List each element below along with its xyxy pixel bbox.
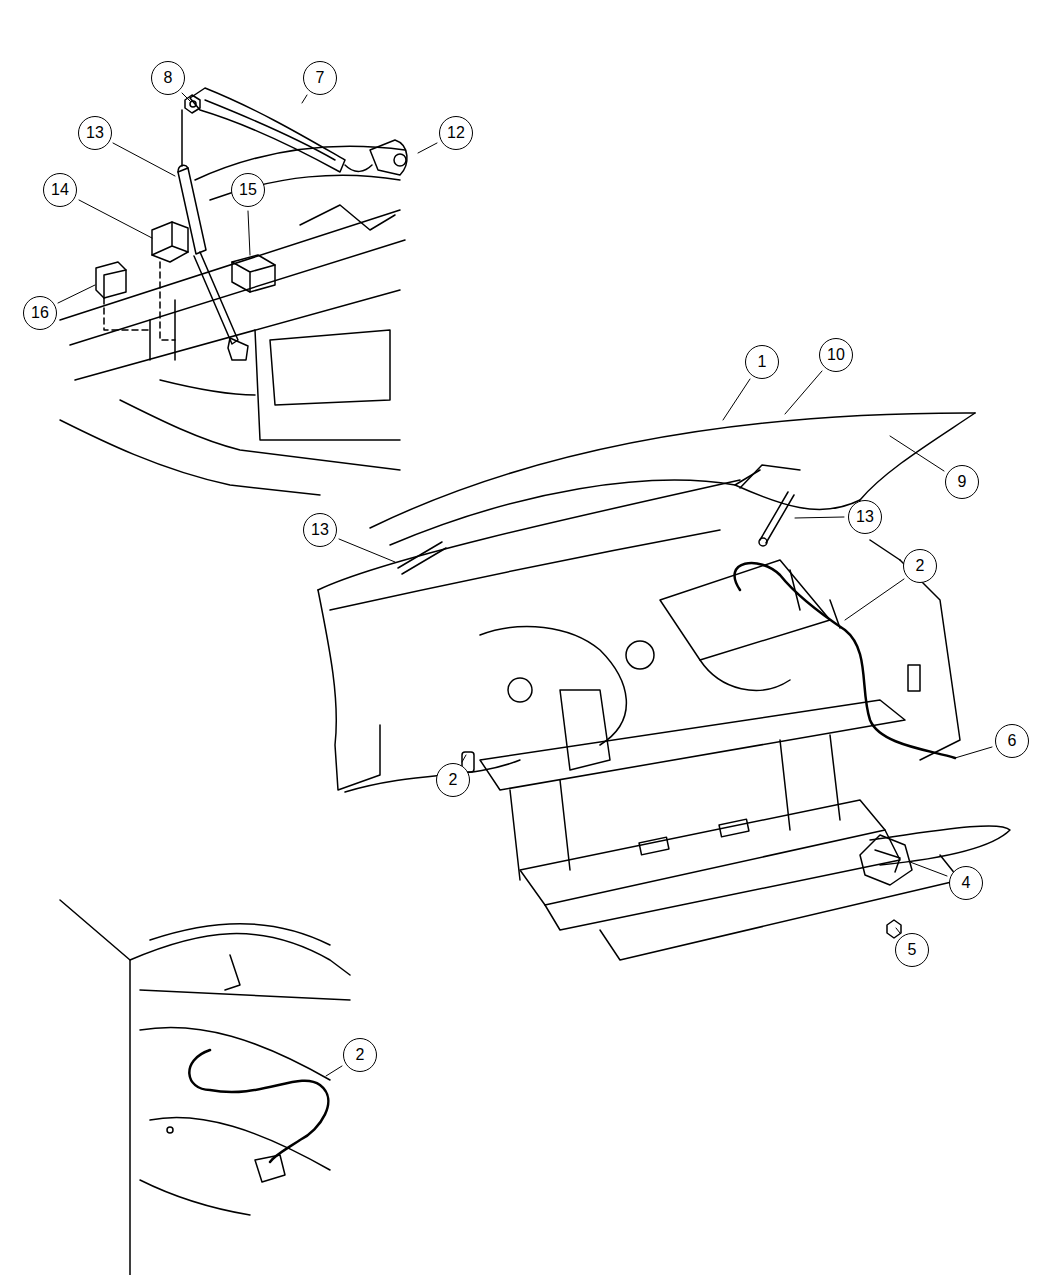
callout-number: 13: [848, 500, 882, 534]
callout-number: 12: [439, 116, 473, 150]
engine-bay-view: [318, 413, 1010, 960]
callout-number: 14: [43, 173, 77, 207]
callout-number: 7: [303, 61, 337, 95]
cable-inset: [60, 900, 350, 1275]
leader-lines: [58, 93, 992, 1076]
callout-number: 2: [903, 549, 937, 583]
callout-number: 10: [819, 338, 853, 372]
callout-number: 1: [745, 345, 779, 379]
callout-number: 8: [151, 61, 185, 95]
callout-number: 2: [436, 763, 470, 797]
callout-number: 5: [895, 933, 929, 967]
callout-number: 13: [78, 116, 112, 150]
callout-number: 2: [343, 1038, 377, 1072]
callout-number: 4: [949, 866, 983, 900]
hinge-inset: [60, 88, 407, 495]
callout-number: 16: [23, 296, 57, 330]
callout-number: 9: [945, 465, 979, 499]
callout-number: 6: [995, 724, 1029, 758]
callout-number: 15: [231, 173, 265, 207]
callout-number: 13: [303, 513, 337, 547]
